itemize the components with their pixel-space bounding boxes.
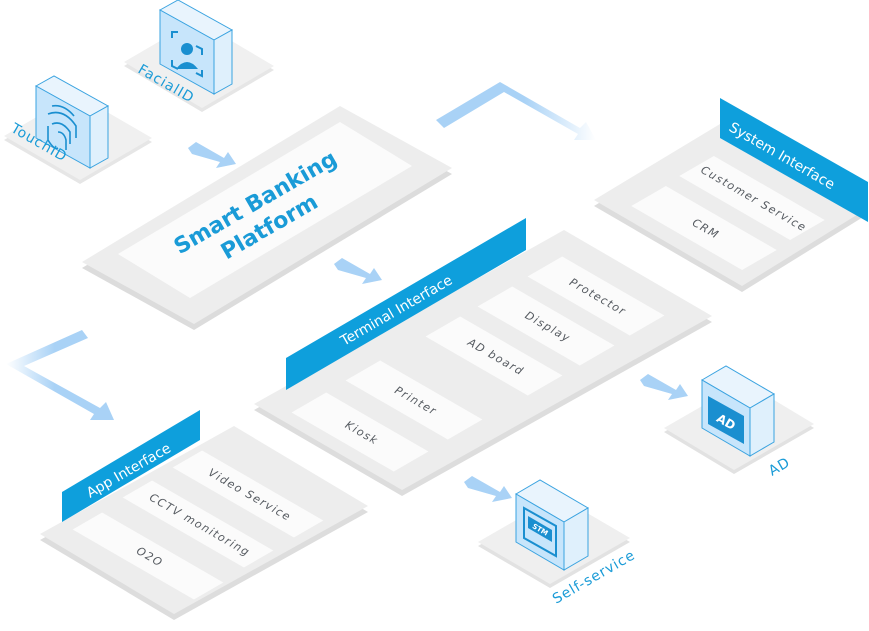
arrow-to-system [436, 82, 596, 140]
touchid-block: TouchID [4, 75, 152, 184]
arrow-to-selfservice [464, 476, 512, 502]
ad-screen-icon: AD [708, 396, 744, 444]
stm-machine-icon: STM [523, 506, 557, 558]
face-scan-icon [171, 31, 203, 78]
system-header [720, 98, 868, 222]
system-item-1: CRM [631, 186, 777, 270]
app-header [62, 410, 200, 522]
terminal-item-4-card [291, 392, 429, 472]
platform-slab: Smart Banking Platform [82, 106, 452, 330]
terminal-item-3-card [345, 360, 483, 440]
arrow-to-ad [640, 374, 688, 400]
app-item-0-card [172, 450, 324, 538]
terminal-header [286, 218, 526, 390]
ad-block: AD AD [664, 365, 814, 479]
system-item-0-card [679, 156, 825, 240]
arrow-into-platform [188, 142, 236, 168]
app-item-2: O2O [72, 512, 224, 600]
arrow-platform-to-terminal [334, 258, 382, 284]
selfservice-block: STM Self-service [478, 479, 638, 607]
fingerprint-icon [47, 104, 77, 150]
facialid-block: FacialID [124, 0, 274, 112]
terminal-item-2-card [425, 316, 563, 396]
terminal-item-4: Kiosk [291, 392, 429, 472]
terminal-item-0-card [527, 256, 665, 336]
ad-label: AD [766, 454, 793, 479]
app-item-2-card [72, 512, 224, 600]
terminal-item-1-card [477, 286, 615, 366]
app-item-1-card [122, 480, 274, 568]
system-item-1-card [631, 186, 777, 270]
arrow-to-app [6, 330, 114, 420]
